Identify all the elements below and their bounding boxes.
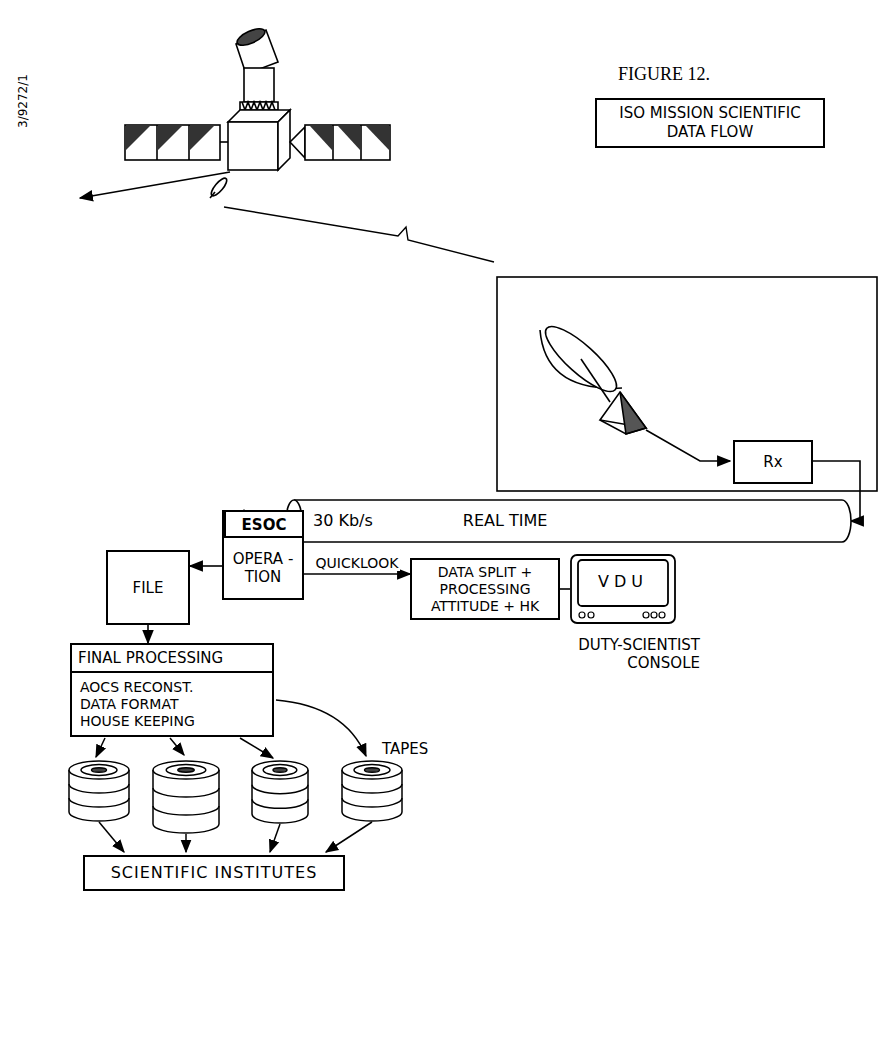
tape-stacks: [69, 761, 402, 833]
node-text: REAL TIME: [463, 511, 548, 530]
node-text: AOCS RECONST. DATA FORMAT HOUSE KEEPING: [72, 673, 228, 735]
tape-stack: [342, 761, 402, 821]
node-text: FILE: [133, 579, 164, 597]
tape-stack: [153, 761, 219, 833]
vdu-monitor: VDU: [570, 554, 676, 624]
ground-station: [497, 277, 877, 491]
flow-arrow: [560, 588, 570, 590]
node-text: OPERA -TION: [230, 550, 296, 586]
data-link-pipe: 30 Kb/s REAL TIME: [285, 499, 851, 543]
file-box: FILE: [106, 550, 190, 625]
velocity-arrow: [80, 172, 230, 198]
node-text: ESOC: [242, 516, 287, 534]
drawing-number: 3/9272/1: [16, 74, 30, 128]
tapes-label: TAPES: [382, 740, 428, 758]
tape-stack: [69, 761, 129, 821]
edge-label: QUICKLOOK: [314, 555, 401, 571]
radio-link: [224, 207, 494, 262]
console-label: DUTY-SCIENTIST CONSOLE: [528, 636, 700, 672]
satellite: [125, 25, 390, 198]
tape-stack: [252, 761, 308, 823]
node-text: SCIENTIFIC INSTITUTES: [111, 863, 318, 882]
receiver-box: Rx: [733, 440, 813, 484]
node-text: VDU: [598, 572, 648, 591]
node-text: FINAL PROCESSING: [72, 645, 272, 673]
antenna-dish: [537, 318, 730, 461]
title-box: ISO MISSION SCIENTIFIC DATA FLOW: [595, 98, 825, 148]
flow-arrow: [147, 625, 149, 643]
node-text: Rx: [763, 453, 782, 471]
flow-arrow: [304, 573, 410, 575]
flow-arrow: [190, 565, 222, 567]
node-text: DATA SPLIT + PROCESSING ATTITUDE + HK: [418, 564, 552, 614]
operation-box: OPERA -TION: [222, 536, 304, 600]
processing-box: DATA SPLIT + PROCESSING ATTITUDE + HK: [410, 558, 560, 620]
final-processing-box: FINAL PROCESSINGAOCS RECONST. DATA FORMA…: [70, 643, 274, 737]
institutes-box: SCIENTIFIC INSTITUTES: [83, 855, 345, 891]
figure-number: FIGURE 12.: [618, 64, 710, 86]
node-text: 30 Kb/s: [313, 511, 373, 530]
